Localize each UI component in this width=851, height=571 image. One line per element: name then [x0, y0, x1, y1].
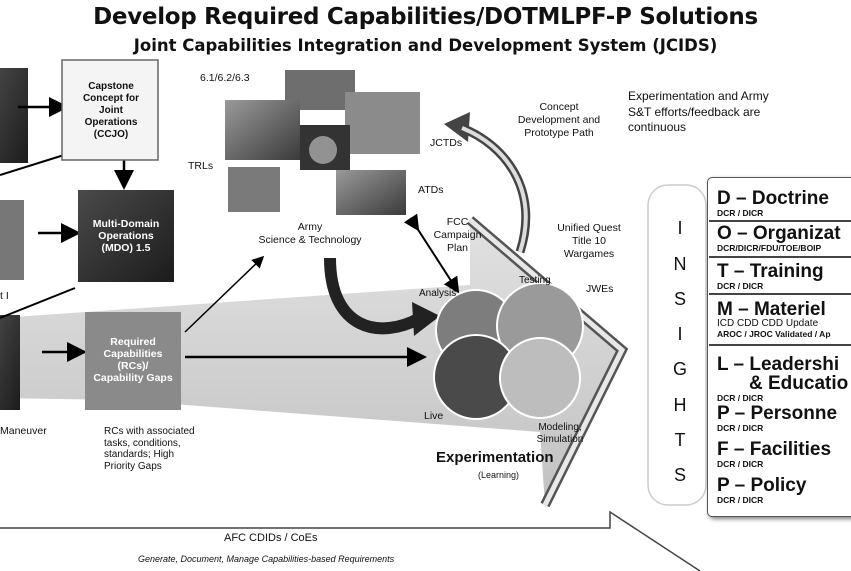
generate-label: Generate, Document, Manage Capabilities-… — [138, 554, 395, 564]
divider-3 — [709, 293, 851, 295]
live-label: Live — [424, 410, 444, 422]
insights-letter-3: S — [673, 289, 686, 309]
insights-pill — [647, 184, 707, 506]
divider-2 — [709, 256, 851, 258]
dotm-training: T – Training DCR / DICR — [717, 262, 824, 291]
partial-label-i: t I — [0, 290, 9, 302]
fcc-label: FCC Campaign Plan — [433, 216, 482, 254]
dotm-policy-title: P – Policy — [717, 475, 807, 496]
insights-letter-7: T — [674, 430, 686, 450]
ccjo-book-cover — [61, 59, 159, 161]
jctds-label: JCTDs — [430, 137, 463, 149]
maneuver-label: Maneuver — [0, 425, 47, 437]
mdo-label: Multi-Domain Operations (MDO) 1.5 — [92, 218, 160, 254]
rcs-label: Required Capabilities (RCs)/ Capability … — [93, 336, 173, 384]
jwes-label: JWEs — [586, 283, 614, 295]
dotm-training-title: T – Training — [717, 261, 824, 282]
page-title: Develop Required Capabilities/DOTMLPF-P … — [93, 4, 758, 30]
divider-1 — [709, 220, 851, 222]
dotm-organization: O – Organizat DCR/DICR/FDU/TOE/BOIP — [717, 224, 841, 253]
mdo-book-cover — [78, 190, 174, 282]
levels-label: 6.1/6.2/6.3 — [200, 72, 250, 84]
dotm-materiel-validation: AROC / JROC Validated / Ap — [717, 329, 831, 339]
insights-letter-4: I — [677, 324, 683, 344]
modeling-label: Modeling, Simulation — [536, 422, 584, 445]
dotm-policy: P – Policy DCR / DICR — [717, 476, 806, 505]
experimentation-label: Experimentation — [436, 449, 554, 466]
testing-label: Testing — [519, 275, 551, 286]
dotm-doctrine-title: D – Doctrine — [717, 188, 829, 209]
rcs-note: RCs with associated tasks, conditions, s… — [104, 426, 195, 472]
analysis-label: Analysis — [419, 288, 457, 299]
trls-label: TRLs — [188, 160, 214, 172]
dotm-materiel-title: M – Materiel — [717, 299, 826, 320]
insights-letter-8: S — [673, 465, 686, 485]
partial-book-2 — [0, 200, 24, 280]
dotm-training-docs: DCR / DICR — [717, 281, 764, 291]
dotm-organization-title: O – Organizat — [717, 223, 841, 244]
divider-4 — [709, 344, 851, 346]
dotm-materiel-docs: ICD CDD CDD Update — [717, 318, 819, 329]
dotm-personnel: P – Personne DCR / DICR — [717, 404, 837, 433]
dotm-leadership-title: L – Leadershi — [717, 354, 840, 375]
partial-book-3 — [0, 315, 20, 410]
continuous-note: Experimentation and Army S&T efforts/fee… — [628, 89, 769, 134]
dotm-policy-docs: DCR / DICR — [717, 495, 764, 505]
science-photos — [225, 70, 420, 215]
dotm-facilities-title: F – Facilities — [717, 439, 832, 460]
learning-label: (Learning) — [478, 470, 520, 480]
page-subtitle: Joint Capabilities Integration and Devel… — [133, 36, 718, 55]
insights-letter-1: I — [677, 218, 683, 238]
army-st-label: Army Science & Technology — [258, 221, 362, 246]
dotm-organization-docs: DCR/DICR/FDU/TOE/BOIP — [717, 243, 822, 253]
dotmlpf-box — [707, 177, 851, 517]
dotm-personnel-title: P – Personne — [717, 403, 838, 424]
ccjo-label: Capstone Concept for Joint Operations (C… — [82, 81, 140, 140]
dotm-doctrine-docs: DCR / DICR — [717, 208, 764, 218]
insights-letter-5: G — [673, 359, 688, 379]
dotm-facilities: F – Facilities DCR / DICR — [717, 440, 831, 469]
atds-label: ATDs — [418, 184, 444, 196]
afc-label: AFC CDIDs / CoEs — [224, 532, 318, 544]
dotm-doctrine: D – Doctrine DCR / DICR — [717, 189, 829, 218]
concept-dev-label: Concept Development and Prototype Path — [517, 101, 601, 139]
dotm-leadership: L – Leadershi & Educatio DCR / DICR — [717, 355, 848, 403]
insights-letter-6: H — [673, 395, 687, 415]
partial-book-1 — [0, 68, 28, 163]
insights-letter-2: N — [673, 254, 687, 274]
curved-arrow-down — [324, 257, 423, 335]
unified-quest-label: Unified Quest Title 10 Wargames — [557, 222, 621, 260]
rcs-book-cover — [85, 312, 181, 410]
dotm-facilities-docs: DCR / DICR — [717, 459, 764, 469]
dotm-personnel-docs: DCR / DICR — [717, 423, 764, 433]
dotm-materiel: M – Materiel ICD CDD CDD Update AROC / J… — [717, 300, 831, 339]
bottom-outline-arrow — [0, 510, 701, 571]
dotm-leadership-title-2: & Educatio — [749, 373, 849, 394]
dotm-leadership-docs: DCR / DICR — [717, 393, 764, 403]
